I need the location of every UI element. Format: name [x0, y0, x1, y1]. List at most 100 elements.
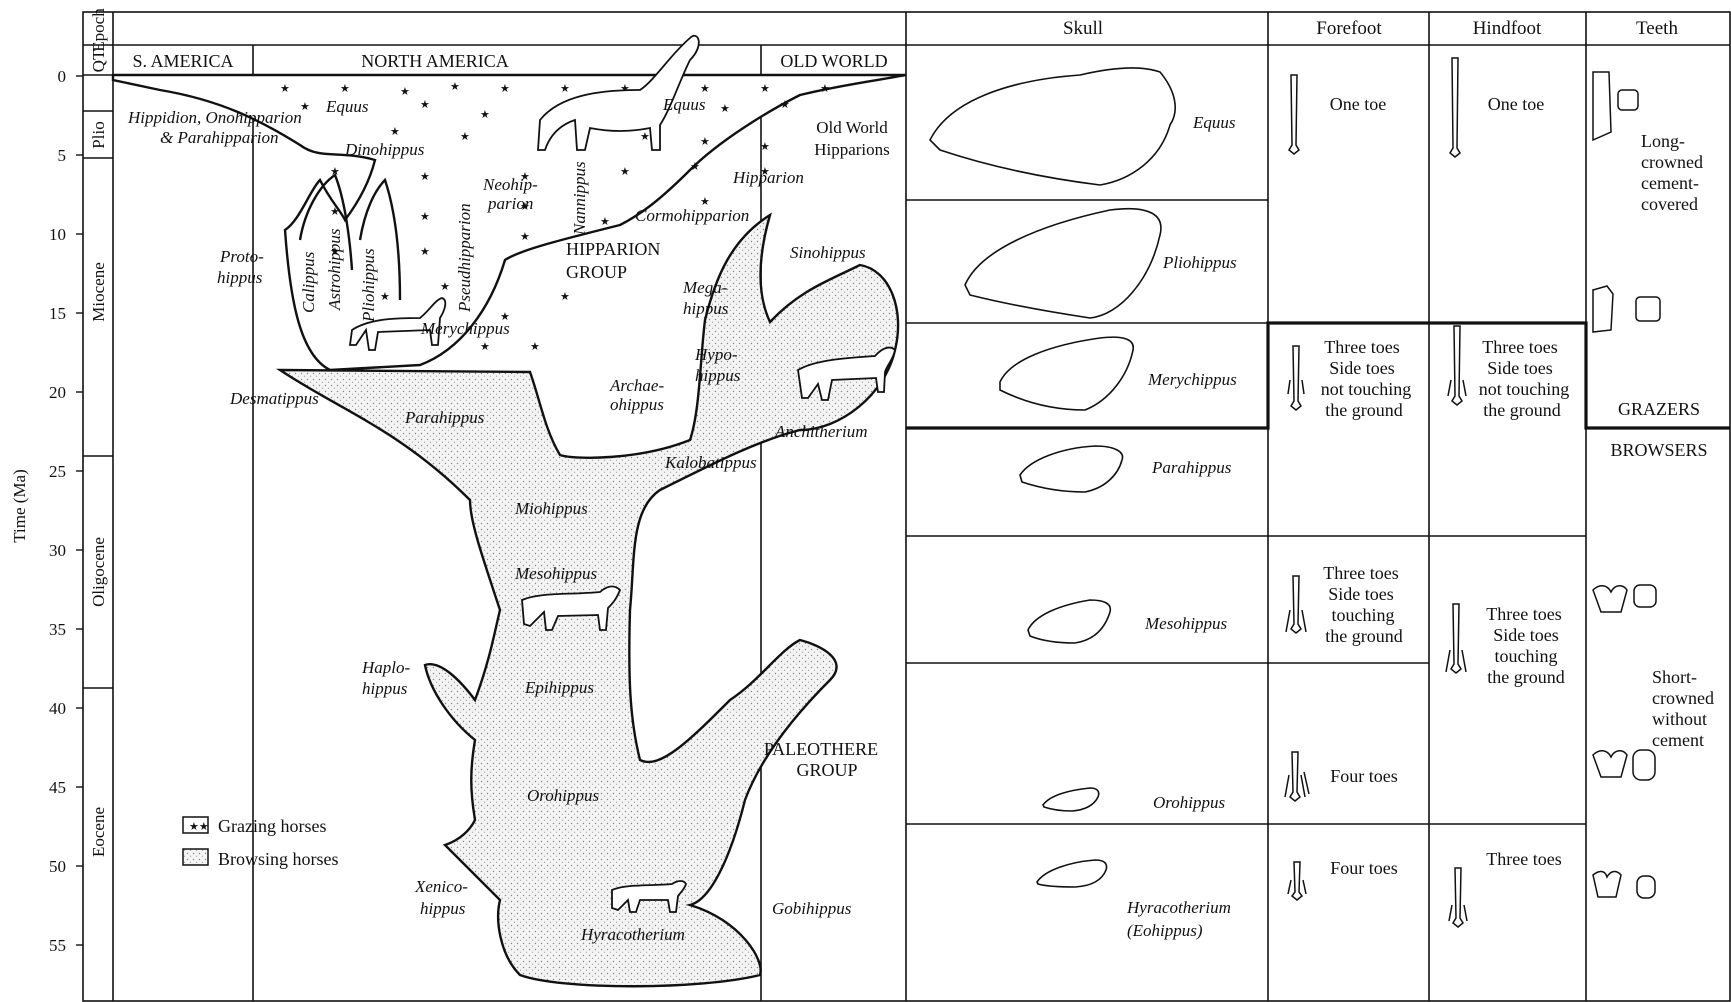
tooth-short-2-icon — [1593, 751, 1627, 777]
tooth-short-1-icon — [1593, 586, 1627, 612]
header-forefoot: Forefoot — [1316, 18, 1382, 39]
hindfoot-labels: One toe Three toes Side toes not touchin… — [1479, 94, 1570, 869]
taxon-protohippus-1: Proto- — [219, 247, 264, 266]
region-north-america: NORTH AMERICA — [361, 51, 508, 71]
taxon-archaeohippus-1: Archae- — [609, 376, 664, 395]
taxon-nannippus: Nannippus — [570, 161, 589, 236]
legend-browsing-swatch — [183, 849, 208, 865]
hindfoot-ground-2: Side toes — [1493, 625, 1559, 645]
grazing-star-icon: ★ — [330, 206, 340, 218]
grazing-star-icon: ★ — [480, 341, 490, 353]
hindfoot-one-toe-icon — [1450, 58, 1460, 157]
legend-browsing-label: Browsing horses — [218, 849, 339, 869]
y-tick-label: 15 — [49, 304, 66, 323]
y-axis: 0510152025303540455055 Time (Ma) — [10, 67, 83, 955]
taxon-desmatippus: Desmatippus — [229, 389, 319, 408]
legend: ★★ Grazing horses Browsing horses — [183, 816, 339, 869]
taxon-xenicohippus-2: hippus — [420, 899, 466, 918]
grazing-star-icon: ★ — [700, 136, 710, 148]
grazing-star-icon: ★ — [690, 161, 700, 173]
grazing-star-icon: ★ — [400, 86, 410, 98]
taxon-hippidion: Hippidion, Onohipparion — [127, 108, 302, 127]
epoch-oligocene: Oligocene — [89, 537, 108, 607]
legend-grazing-label: Grazing horses — [218, 816, 326, 836]
taxon-hyracotherium: Hyracotherium — [580, 925, 685, 944]
skull-equus-icon — [930, 68, 1175, 185]
teeth-long-3: cement- — [1641, 173, 1699, 193]
epoch-miocene: Miocene — [89, 262, 108, 321]
hindfoot-ground-1: Three toes — [1486, 604, 1561, 624]
forefoot-ground-4: the ground — [1325, 626, 1402, 646]
forefoot-raised-2: Side toes — [1329, 358, 1395, 378]
taxon-megahippus-1: Mega- — [682, 278, 728, 297]
forefoot-four-toes-icon-2 — [1288, 862, 1306, 900]
header-skull: Skull — [1063, 18, 1103, 39]
grazing-star-icon: ★ — [530, 341, 540, 353]
hindfoot-three-ground-icon — [1446, 604, 1466, 673]
hindfoot-raised-2: Side toes — [1487, 358, 1553, 378]
teeth-short-1: Short- — [1652, 667, 1697, 687]
header-hindfoot: Hindfoot — [1473, 18, 1542, 39]
skull-label-eohippus: (Eohippus) — [1127, 921, 1203, 940]
taxon-sinohippus: Sinohippus — [790, 243, 866, 262]
y-tick-label: 10 — [49, 225, 66, 244]
epoch-header: Epoch — [89, 8, 108, 52]
y-tick-label: 5 — [58, 146, 67, 165]
grazing-star-icon: ★ — [520, 231, 530, 243]
grazing-star-icon: ★ — [600, 216, 610, 228]
tooth-short-1-top-icon — [1634, 585, 1656, 607]
forefoot-ground-3: touching — [1332, 605, 1395, 625]
forefoot-four-toes-1: Four toes — [1330, 766, 1398, 786]
y-tick-label: 55 — [49, 936, 66, 955]
grazing-star-icon: ★ — [450, 81, 460, 93]
taxon-equus-na: Equus — [325, 97, 369, 116]
taxon-old-world-1: Old World — [816, 118, 888, 137]
skull-label-orohippus: Orohippus — [1153, 793, 1225, 812]
tooth-short-3-top-icon — [1637, 876, 1655, 898]
grazing-star-icon: ★ — [280, 83, 290, 95]
taxon-epihippus: Epihippus — [524, 678, 594, 697]
y-tick-label: 45 — [49, 778, 66, 797]
skull-drawings — [930, 68, 1175, 887]
grazing-star-icon: ★ — [420, 211, 430, 223]
teeth-short-2: crowned — [1652, 688, 1714, 708]
legend-star-glyph: ★★ — [189, 821, 209, 833]
forefoot-ground-1: Three toes — [1323, 563, 1398, 583]
taxon-miohippus: Miohippus — [514, 499, 588, 518]
y-tick-label: 40 — [49, 699, 66, 718]
grazing-star-icon: ★ — [760, 141, 770, 153]
hindfoot-raised-4: the ground — [1483, 400, 1560, 420]
taxon-mesohippus: Mesohippus — [514, 564, 598, 583]
hipparion-group-1: HIPPARION — [566, 239, 660, 259]
skull-label-equus: Equus — [1192, 113, 1236, 132]
grazing-star-icon: ★ — [500, 83, 510, 95]
teeth-grazers: GRAZERS — [1618, 399, 1700, 419]
tooth-long-crowned-icon — [1593, 72, 1611, 140]
skull-mesohippus-icon — [1028, 600, 1110, 643]
paleothere-group-2: GROUP — [796, 760, 857, 780]
taxon-parahipparion: & Parahipparion — [160, 128, 279, 147]
region-headers: S. AMERICA NORTH AMERICA OLD WORLD — [132, 51, 887, 71]
tooth-grazer-top-icon — [1636, 297, 1660, 321]
y-axis-title: Time (Ma) — [10, 469, 29, 543]
skull-label-hyracotherium: Hyracotherium — [1126, 898, 1231, 917]
skull-label-pliohippus: Pliohippus — [1162, 253, 1237, 272]
teeth-long-1: Long- — [1641, 131, 1685, 151]
grazing-star-icon: ★ — [420, 99, 430, 111]
forefoot-three-raised-icon — [1288, 346, 1304, 410]
taxon-hypohippus-2: hippus — [695, 366, 741, 385]
y-tick-label: 50 — [49, 857, 66, 876]
grazing-star-icon: ★ — [340, 83, 350, 95]
teeth-short-3: without — [1652, 709, 1707, 729]
tooth-long-crown-top-icon — [1618, 90, 1638, 110]
skull-parahippus-icon — [1020, 446, 1123, 492]
forefoot-ground-2: Side toes — [1328, 584, 1394, 604]
teeth-long-2: crowned — [1641, 152, 1703, 172]
grazing-star-icon: ★ — [780, 99, 790, 111]
tooth-short-3-icon — [1593, 871, 1621, 897]
taxon-protohippus-2: hippus — [217, 268, 263, 287]
skull-label-parahippus: Parahippus — [1151, 458, 1232, 477]
forefoot-labels: One toe Three toes Side toes not touchin… — [1321, 94, 1412, 878]
tooth-grazer-icon — [1593, 286, 1613, 332]
y-tick-label: 20 — [49, 383, 66, 402]
